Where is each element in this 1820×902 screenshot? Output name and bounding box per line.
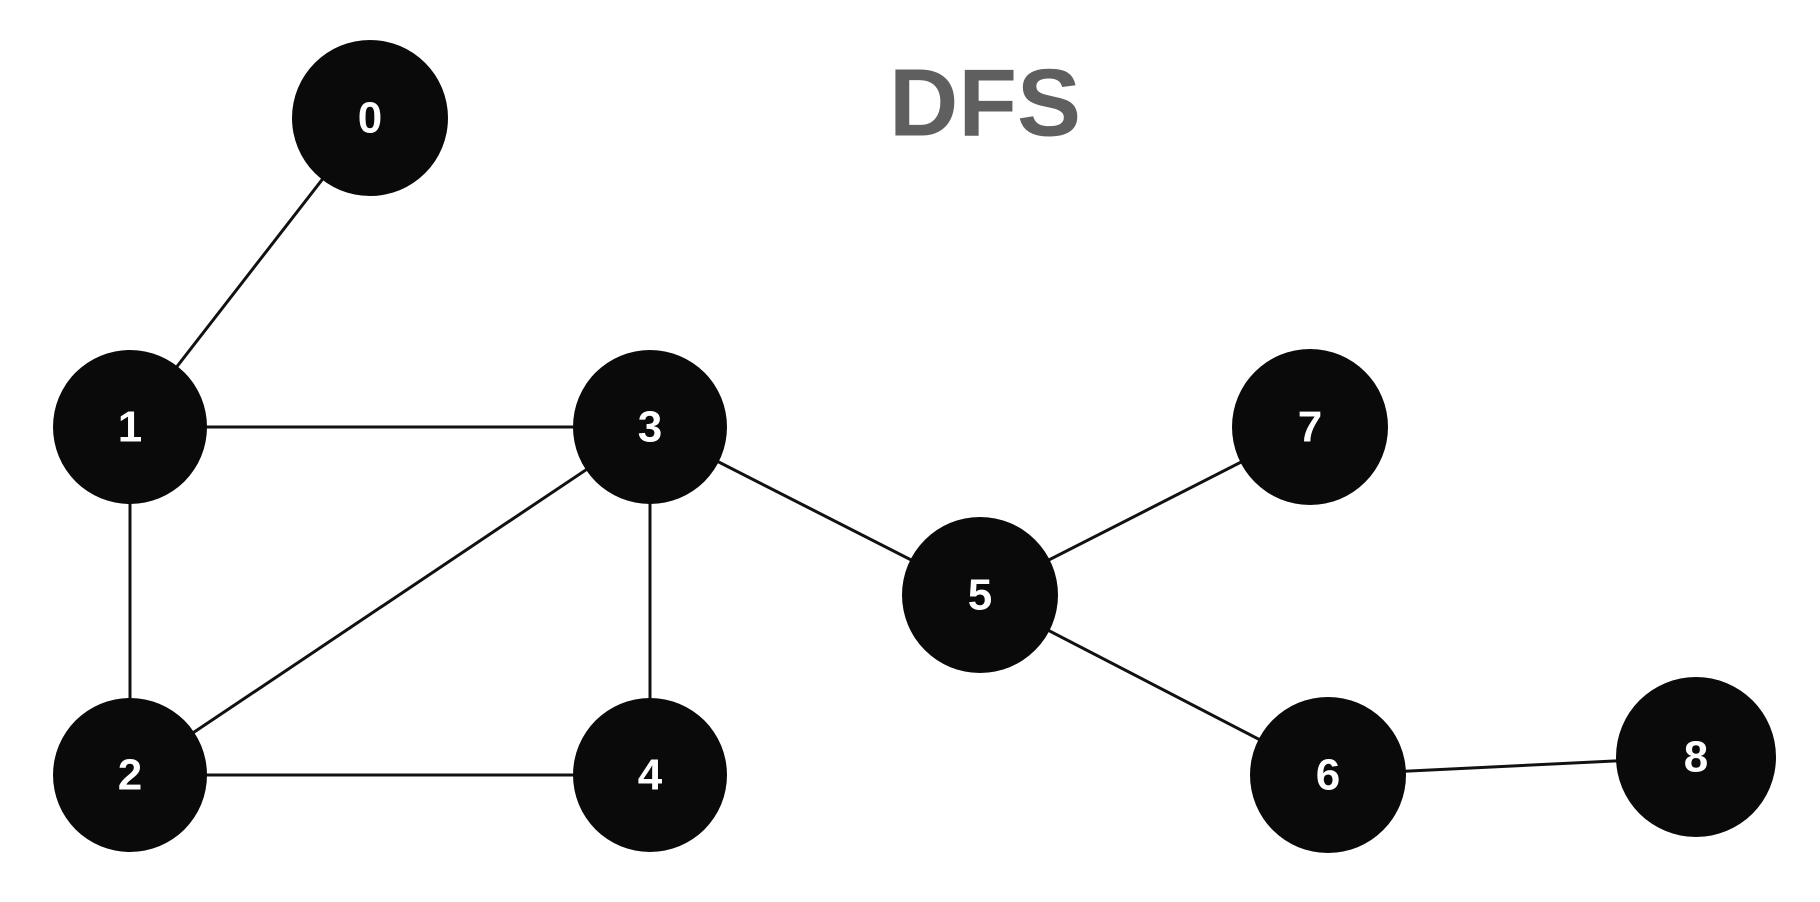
node-circle-8[interactable] [1616,677,1776,837]
node-circle-0[interactable] [292,40,448,196]
node-circle-4[interactable] [573,698,727,852]
node-circle-1[interactable] [53,350,207,504]
graph-node-5[interactable]: 5 [902,517,1058,673]
graph-node-0[interactable]: 0 [292,40,448,196]
node-circle-7[interactable] [1232,349,1388,505]
graph-node-7[interactable]: 7 [1232,349,1388,505]
edge-layer [128,117,1697,777]
graph-node-1[interactable]: 1 [53,350,207,504]
graph-node-3[interactable]: 3 [573,350,727,504]
graph-node-2[interactable]: 2 [53,698,207,852]
page-title: DFS [889,49,1081,156]
node-circle-6[interactable] [1250,697,1406,853]
graph-node-4[interactable]: 4 [573,698,727,852]
node-circle-5[interactable] [902,517,1058,673]
node-circle-2[interactable] [53,698,207,852]
node-circle-3[interactable] [573,350,727,504]
graph-edge-2-3 [129,425,651,777]
graph-node-8[interactable]: 8 [1616,677,1776,837]
graph-node-6[interactable]: 6 [1250,697,1406,853]
node-layer: 01 2 3 4 5 6 7 8 [53,40,1776,853]
